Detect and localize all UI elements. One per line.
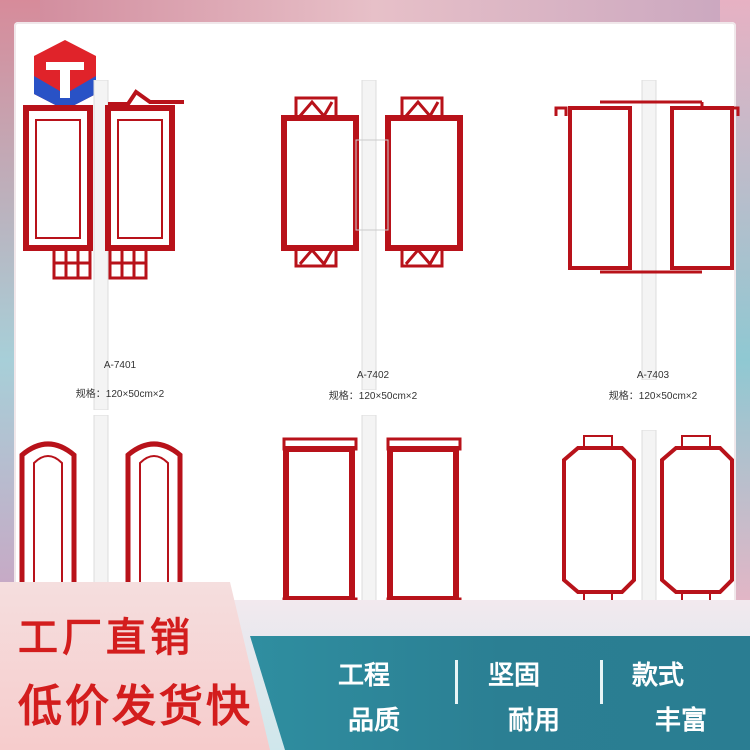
product-image-row2-3[interactable] bbox=[558, 430, 738, 620]
product-code: A-7401 bbox=[103, 360, 137, 371]
promo-title: 工厂直销 bbox=[18, 616, 194, 660]
product-spec: 规格：120×50cm×2 bbox=[75, 389, 165, 400]
product-image-a7401[interactable] bbox=[18, 80, 196, 410]
product-image-a7403[interactable] bbox=[552, 80, 742, 380]
product-image-a7402[interactable] bbox=[278, 80, 468, 390]
feature-divider bbox=[600, 660, 603, 704]
product-code: A-7403 bbox=[636, 370, 670, 381]
promo-box bbox=[0, 582, 270, 750]
feature-1-top: 工程 bbox=[338, 660, 391, 690]
feature-3-top: 款式 bbox=[632, 660, 685, 690]
brand-logo bbox=[34, 40, 96, 110]
product-code: A-7402 bbox=[356, 370, 390, 381]
product-image-row2-2[interactable] bbox=[278, 415, 468, 615]
product-spec: 规格：120×50cm×2 bbox=[328, 391, 418, 402]
feature-2-top: 坚固 bbox=[488, 660, 541, 690]
product-spec: 规格：120×50cm×2 bbox=[608, 391, 698, 402]
feature-2-bottom: 耐用 bbox=[508, 705, 561, 735]
feature-1-bottom: 品质 bbox=[348, 705, 401, 735]
feature-3-bottom: 丰富 bbox=[655, 705, 708, 735]
features-band bbox=[250, 636, 750, 750]
promo-subtitle: 低价发货快 bbox=[18, 682, 253, 731]
feature-divider bbox=[455, 660, 458, 704]
product-image-row2-1[interactable] bbox=[18, 415, 196, 590]
